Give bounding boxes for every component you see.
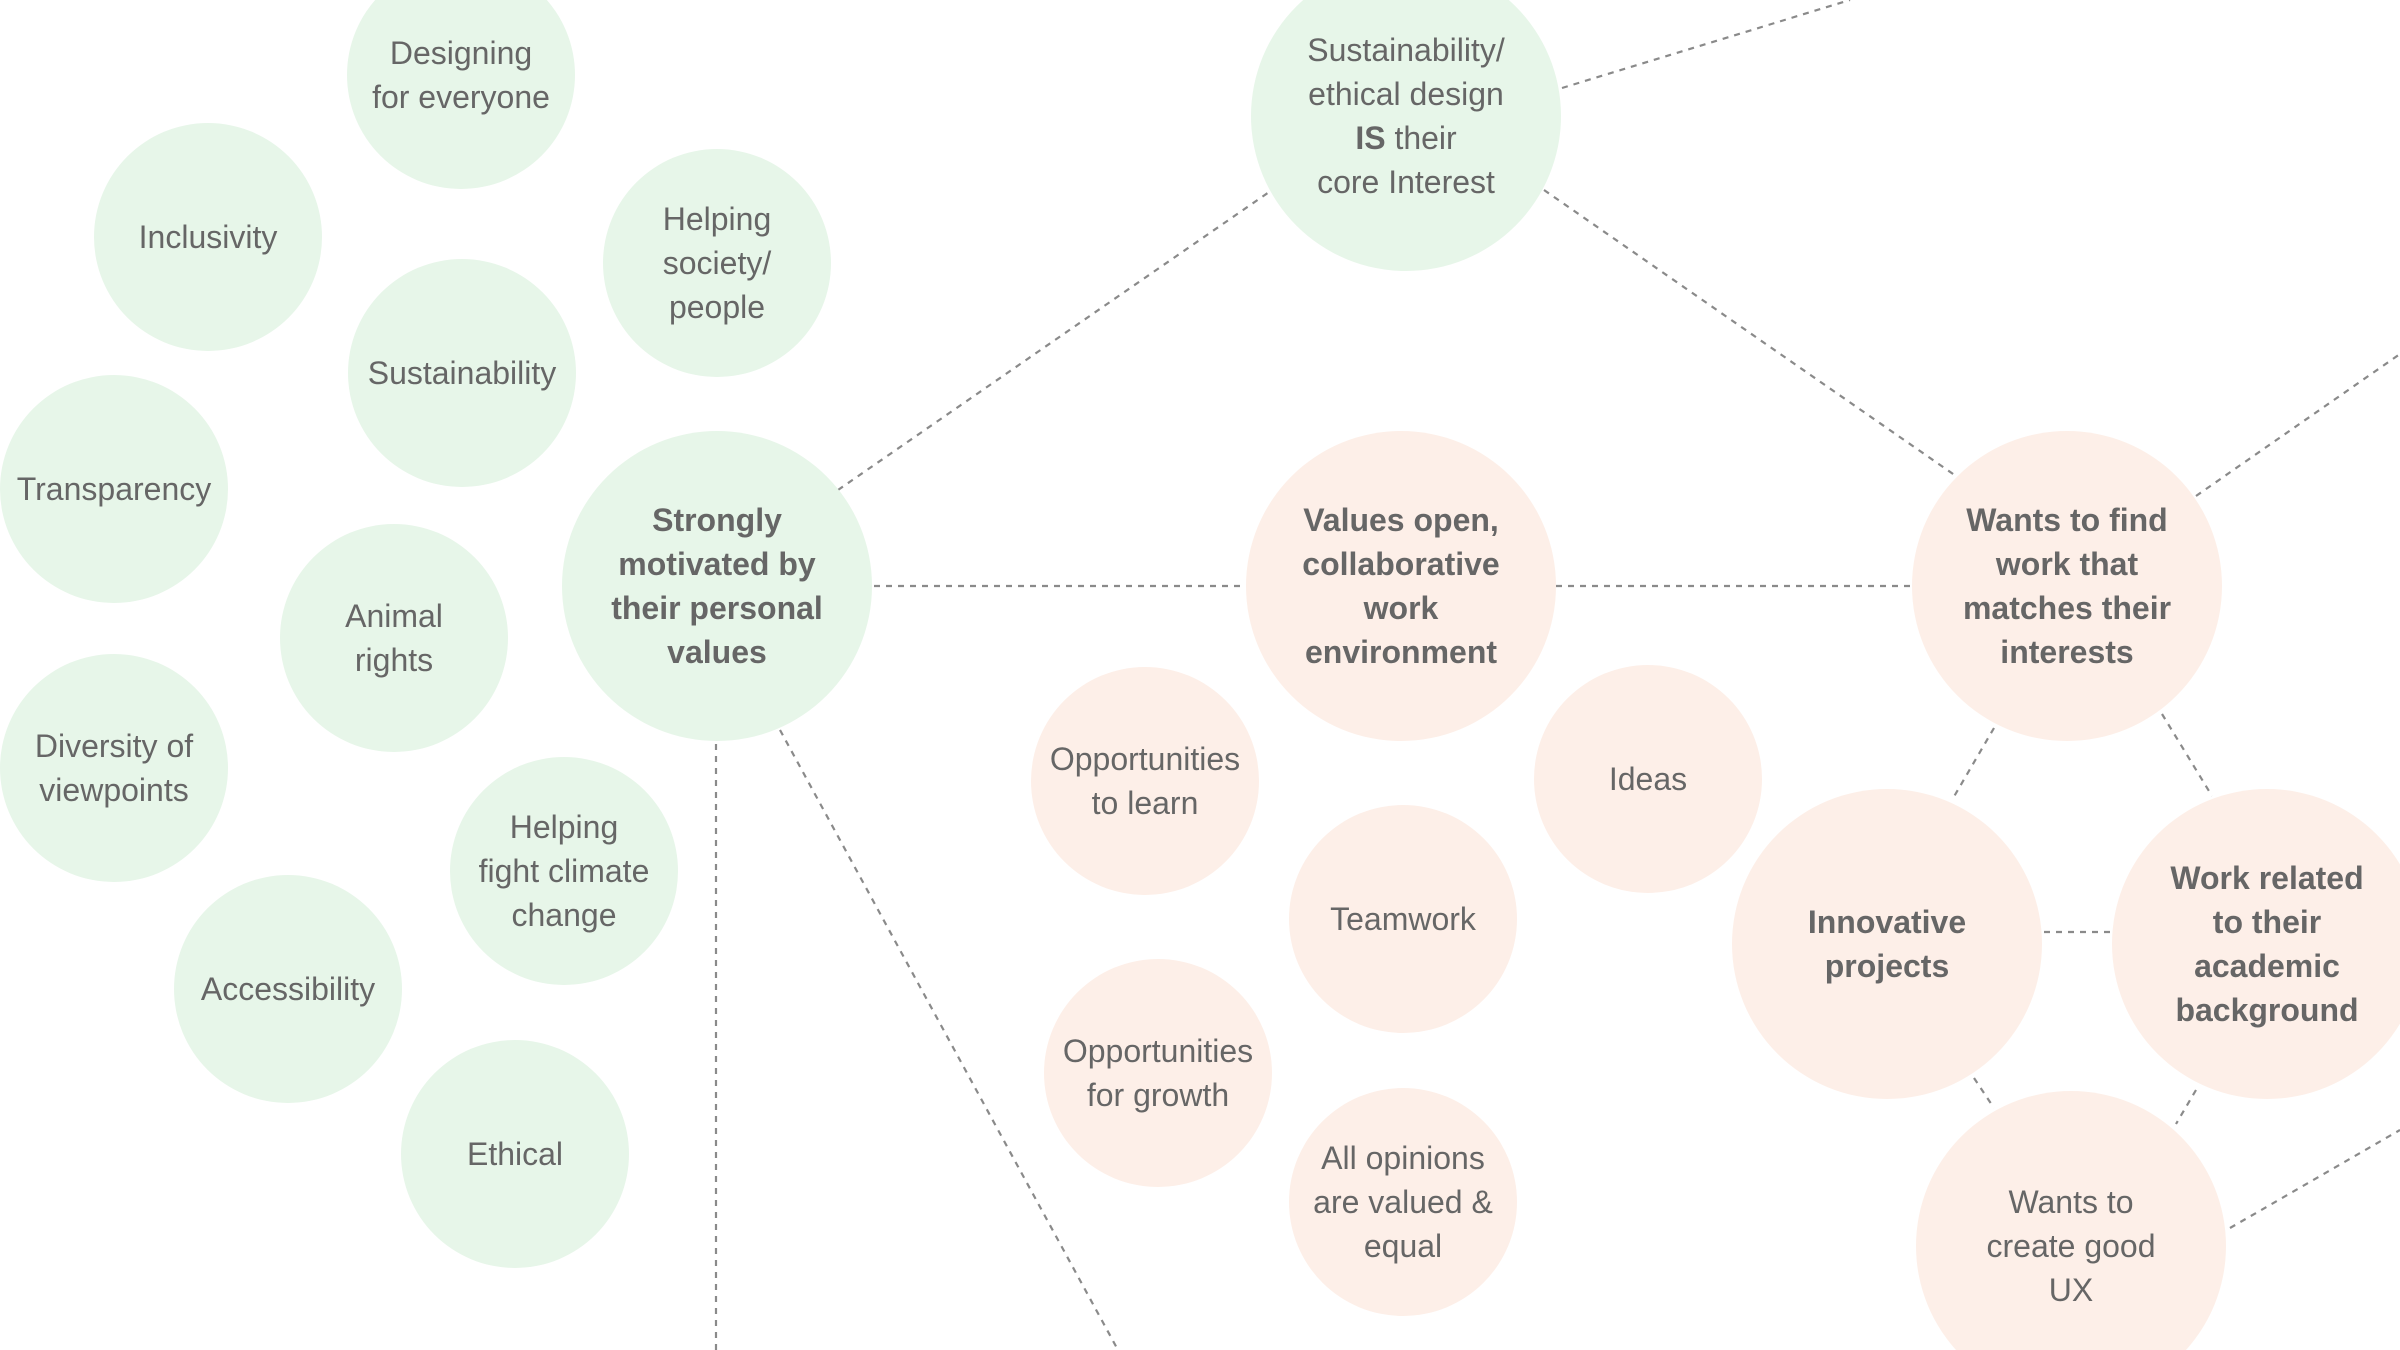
- edge-core-offscreen: [1561, 0, 1851, 90]
- node-sustainability: Sustainability: [348, 259, 576, 487]
- edge-innovative-to-ux: [1973, 1077, 1995, 1109]
- node-label: Values open, collaborative work environm…: [1302, 502, 1500, 670]
- node-label: Sustainability/ ethical design IS their …: [1307, 28, 1504, 204]
- node-transparency: Transparency: [0, 375, 228, 603]
- edge-wants-work-to-academic: [2161, 713, 2213, 797]
- node-label: Innovative projects: [1807, 904, 1967, 984]
- node-label: Ethical: [466, 1136, 564, 1172]
- node-label: Opportunities for growth: [1062, 1033, 1254, 1113]
- node-label: Opportunities to learn: [1049, 741, 1241, 821]
- node-label: Inclusivity: [138, 219, 278, 255]
- edge-wants-work-offscreen: [2195, 353, 2400, 497]
- node-label: Animal rights: [345, 598, 443, 678]
- node-label: Teamwork: [1330, 901, 1476, 937]
- node-wants-to-find-work: Wants to find work that matches their in…: [1912, 431, 2222, 741]
- node-label: Accessibility: [200, 971, 376, 1007]
- node-ideas: Ideas: [1534, 665, 1762, 893]
- node-label: Sustainability: [367, 355, 557, 391]
- node-wants-to-create-good-ux: Wants to create good UX: [1916, 1091, 2226, 1350]
- node-helping-fight-climate-change: Helping fight climate change: [450, 757, 678, 985]
- node-innovative-projects: Innovative projects: [1732, 789, 2042, 1099]
- node-designing-for-everyone: Designing for everyone: [347, 0, 575, 189]
- node-diversity-of-viewpoints: Diversity of viewpoints: [0, 654, 228, 882]
- node-values-open-collaborative: Values open, collaborative work environm…: [1246, 431, 1556, 741]
- edge-core-to-wants-work: [1543, 189, 1957, 477]
- node-all-opinions-valued: All opinions are valued & equal: [1289, 1088, 1517, 1316]
- node-label: Work related to their academic backgroun…: [2170, 860, 2364, 1028]
- node-teamwork: Teamwork: [1289, 805, 1517, 1033]
- edge-ux-offscreen: [2229, 1129, 2400, 1229]
- node-helping-society: Helping society/ people: [603, 149, 831, 377]
- node-label: Helping society/ people: [662, 201, 772, 325]
- node-label: Wants to create good UX: [1986, 1184, 2156, 1308]
- node-label: Wants to find work that matches their in…: [1962, 502, 2172, 670]
- node-animal-rights: Animal rights: [280, 524, 508, 752]
- label-part-before: Sustainability/ ethical design: [1307, 32, 1505, 112]
- label-part-after: their core Interest: [1317, 120, 1495, 200]
- node-ethical: Ethical: [401, 1040, 629, 1268]
- edge-academic-to-ux: [2175, 1089, 2197, 1125]
- edge-motivated-diagonal: [779, 729, 1119, 1350]
- node-label: Strongly motivated by their personal val…: [611, 502, 823, 670]
- node-strongly-motivated: Strongly motivated by their personal val…: [562, 431, 872, 741]
- node-label: Diversity of viewpoints: [34, 728, 194, 808]
- edge-wants-work-to-innovative: [1951, 727, 1995, 801]
- node-label: Ideas: [1608, 761, 1688, 797]
- node-opportunities-to-learn: Opportunities to learn: [1031, 667, 1259, 895]
- node-sustainability-core-interest: Sustainability/ ethical design IS their …: [1251, 0, 1561, 271]
- label-part-bold: IS: [1355, 120, 1386, 156]
- node-opportunities-for-growth: Opportunities for growth: [1044, 959, 1272, 1187]
- node-work-related-academic: Work related to their academic backgroun…: [2112, 789, 2400, 1099]
- node-label: Helping fight climate change: [478, 809, 650, 933]
- node-accessibility: Accessibility: [174, 875, 402, 1103]
- node-label: All opinions are valued & equal: [1313, 1140, 1493, 1264]
- node-inclusivity: Inclusivity: [94, 123, 322, 351]
- edge-motivated-to-core: [837, 189, 1273, 491]
- node-label: Transparency: [16, 471, 212, 507]
- node-label: Designing for everyone: [372, 35, 550, 115]
